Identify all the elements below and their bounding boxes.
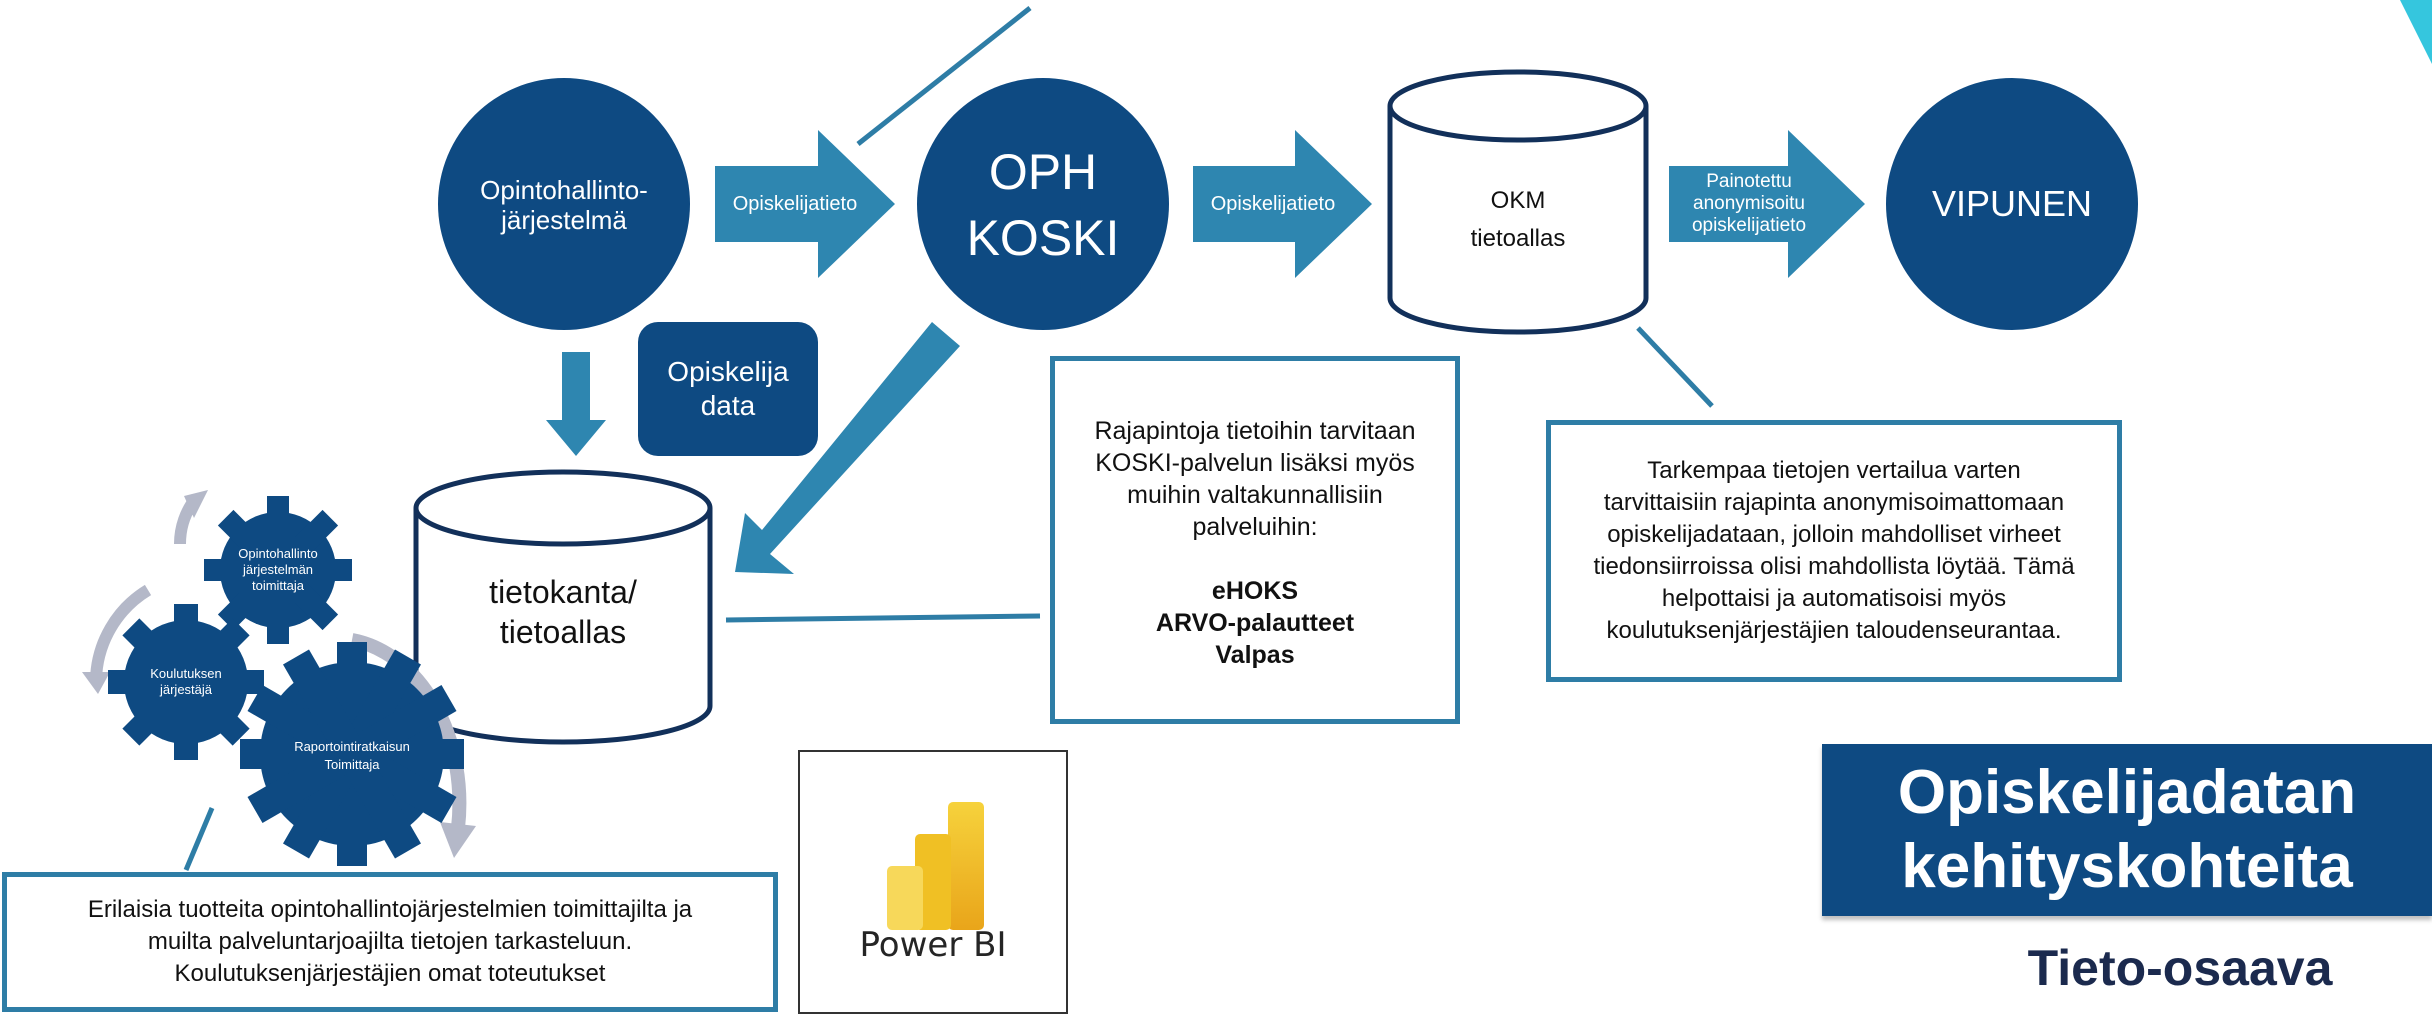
erilaisia-box: Erilaisia tuotteita opintohallintojärjes…: [2, 872, 778, 1012]
vipunen-label: VIPUNEN: [1931, 183, 2093, 224]
gear-opintohallinto-label: Opintohallinto järjestelmän toimittaja: [238, 546, 318, 593]
arrow-opiskelijatieto-2: [1193, 130, 1372, 278]
connector-line-okm-box: [1636, 326, 1714, 408]
brand-text: Tieto-osaava: [2027, 940, 2333, 996]
connector-line-top: [856, 6, 1032, 146]
powerbi-bar-3: [948, 802, 984, 930]
cycle-arrow-left-head: [82, 672, 110, 694]
opiskelija-data-label: Opiskelija data: [667, 356, 789, 421]
rajapinnat-intro-text: Rajapintoja tietoihin tarvitaan KOSKI-pa…: [1094, 417, 1416, 541]
gear-raportointi-label: Raportointiratkaisun Toimittaja: [294, 739, 410, 772]
gear-raportointi-shape: [240, 642, 464, 866]
okm-tietoallas-label: OKM tietoallas: [1470, 187, 1566, 252]
down-arrow: [546, 352, 606, 456]
opintohallinto-circle: [438, 78, 690, 330]
rajapinnat-box: Rajapintoja tietoihin tarvitaan KOSKI-pa…: [1050, 356, 1460, 724]
opintohallinto-label: Opintohallinto- järjestelmä: [480, 175, 648, 235]
arrow-opiskelijatieto-2-label: Opiskelijatieto: [1210, 192, 1336, 215]
oph-koski-circle: [917, 78, 1169, 330]
gear-koulutuksen-label: Koulutuksen järjestäjä: [150, 666, 222, 697]
cycle-arrow-left: [90, 584, 152, 681]
oph-koski-label: OPH KOSKI: [966, 144, 1120, 266]
vipunen-circle: [1886, 78, 2138, 330]
tietokanta-cylinder-top: [413, 469, 713, 547]
cycle-arrow-right-head: [440, 822, 476, 858]
okm-cylinder-body: [1387, 106, 1649, 335]
diagonal-arrow: [735, 322, 960, 574]
arrow-painotettu: [1669, 130, 1865, 278]
powerbi-bar-2: [915, 834, 951, 930]
opiskelija-data-shape: [638, 322, 818, 456]
powerbi-bar-1: [887, 866, 923, 930]
tietokanta-label: tietokanta/ tietoallas: [489, 574, 637, 650]
arrow-opiskelijatieto-1: [715, 130, 895, 278]
title-banner: Opiskelijadatan kehityskohteita: [1822, 744, 2432, 916]
rajapinnat-list-text: eHOKS ARVO-palautteet Valpas: [1155, 577, 1355, 669]
connector-line-gears-box: [183, 807, 215, 871]
tarkempaa-box: Tarkempaa tietojen vertailua varten tarv…: [1546, 420, 2122, 682]
powerbi-logo-box: [798, 750, 1068, 1014]
gear-opintohallinto-shape: [204, 496, 352, 644]
accent-corner-shape: [2400, 0, 2432, 64]
powerbi-label: Power BI: [859, 925, 1007, 965]
connector-line-tietokanta-box: [725, 613, 1041, 623]
cycle-arrow-top-head: [184, 490, 208, 518]
arrow-opiskelijatieto-1-label: Opiskelijatieto: [732, 192, 858, 215]
okm-cylinder-top: [1387, 69, 1649, 143]
arrow-painotettu-label: Painotettu anonymisoitu opiskelijatieto: [1691, 171, 1807, 236]
gear-koulutuksen-shape: [108, 604, 264, 760]
